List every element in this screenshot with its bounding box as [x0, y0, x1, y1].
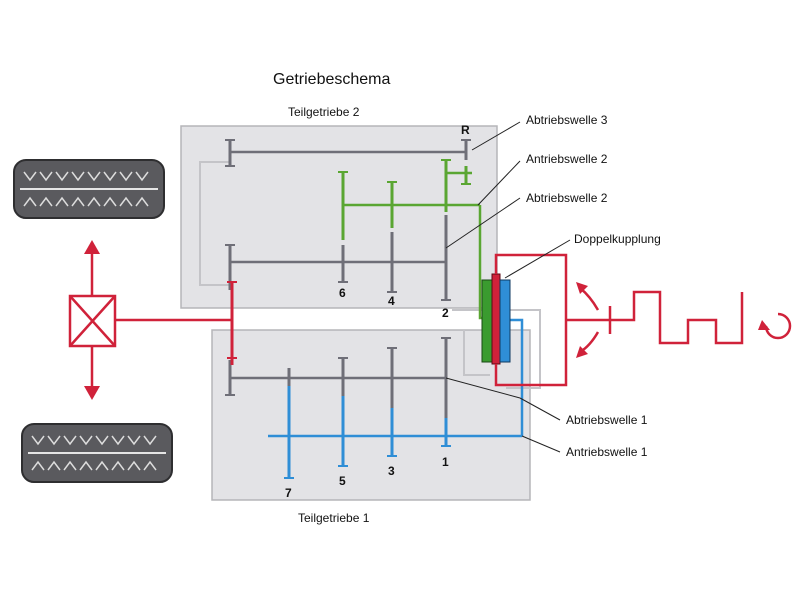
gear-label-r: R	[461, 123, 470, 137]
abtriebswelle-3-shaft	[225, 139, 471, 167]
callout-lines	[445, 121, 571, 453]
tire-bottom-icon	[21, 423, 173, 483]
label-doppelkupplung: Doppelkupplung	[574, 232, 661, 246]
label-antriebswelle-1: Antriebswelle 1	[566, 445, 648, 459]
antriebswelle-2-shaft	[338, 159, 492, 320]
differential-icon	[68, 240, 117, 400]
reaction-arrows-icon	[576, 282, 600, 358]
gear-label-1: 1	[442, 455, 449, 469]
gear-label-7: 7	[285, 486, 292, 500]
abtriebswelle-2-shaft	[225, 215, 451, 301]
label-abtriebswelle-1: Abtriebswelle 1	[566, 413, 648, 427]
antriebswelle-1-shaft	[268, 318, 524, 479]
label-teilgetriebe-2: Teilgetriebe 2	[288, 105, 360, 119]
gear-label-4: 4	[388, 294, 395, 308]
rotation-arrow-icon	[758, 312, 792, 340]
teilgetriebe-2-box	[180, 125, 498, 309]
teilgetriebe-1-box	[211, 329, 531, 501]
diagram-title: Getriebeschema	[273, 71, 390, 88]
doppelkupplung	[481, 253, 610, 387]
engine-crankshaft	[608, 290, 744, 345]
gear-label-5: 5	[339, 474, 346, 488]
drive-output-red	[115, 281, 237, 365]
gear-label-3: 3	[388, 464, 395, 478]
gear-label-2: 2	[442, 306, 449, 320]
gear-label-6: 6	[339, 286, 346, 300]
label-abtriebswelle-3: Abtriebswelle 3	[526, 113, 608, 127]
label-teilgetriebe-1: Teilgetriebe 1	[298, 511, 370, 525]
tire-top-icon	[13, 159, 165, 219]
abtriebswelle-1-shaft	[225, 337, 451, 420]
housing-outline-upper	[199, 161, 230, 286]
label-antriebswelle-2: Antriebswelle 2	[526, 152, 608, 166]
label-abtriebswelle-2: Abtriebswelle 2	[526, 191, 608, 205]
housing-outline-mid	[463, 330, 490, 376]
